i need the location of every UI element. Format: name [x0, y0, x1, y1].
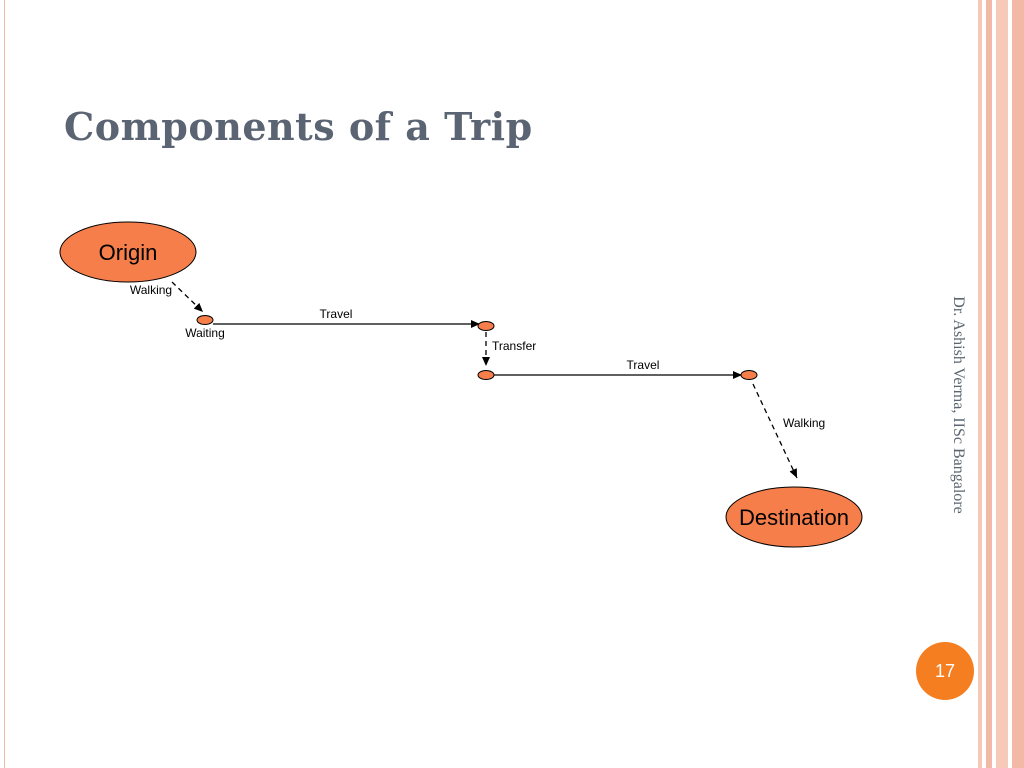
walking-edge-origin	[171, 281, 204, 313]
transfer-label: Transfer	[492, 339, 536, 353]
transfer-start-node	[477, 321, 495, 331]
origin-label: Origin	[99, 240, 158, 265]
slide-title: Components of a Trip	[64, 104, 533, 149]
walking-edge-destination	[752, 383, 798, 479]
right-border-stripe	[996, 0, 1008, 768]
walking-label-2: Walking	[783, 416, 825, 430]
travel-label-1: Travel	[320, 307, 353, 321]
waiting-node	[196, 315, 214, 325]
page-number-badge: 17	[916, 642, 974, 700]
left-border-line	[4, 0, 5, 768]
origin-node	[59, 221, 197, 283]
right-border-stripe	[978, 0, 982, 768]
waiting-label: Waiting	[185, 326, 225, 340]
travel-label-2: Travel	[627, 358, 660, 372]
transfer-end-node	[477, 370, 495, 380]
destination-node	[725, 486, 863, 548]
alight-node	[740, 370, 758, 380]
destination-label: Destination	[739, 505, 849, 530]
right-border-stripe	[986, 0, 992, 768]
right-border-stripe	[1012, 0, 1024, 768]
author-credit: Dr. Ashish Verma, IISc Bangalore	[950, 296, 967, 514]
walking-label-1: Walking	[130, 283, 172, 297]
